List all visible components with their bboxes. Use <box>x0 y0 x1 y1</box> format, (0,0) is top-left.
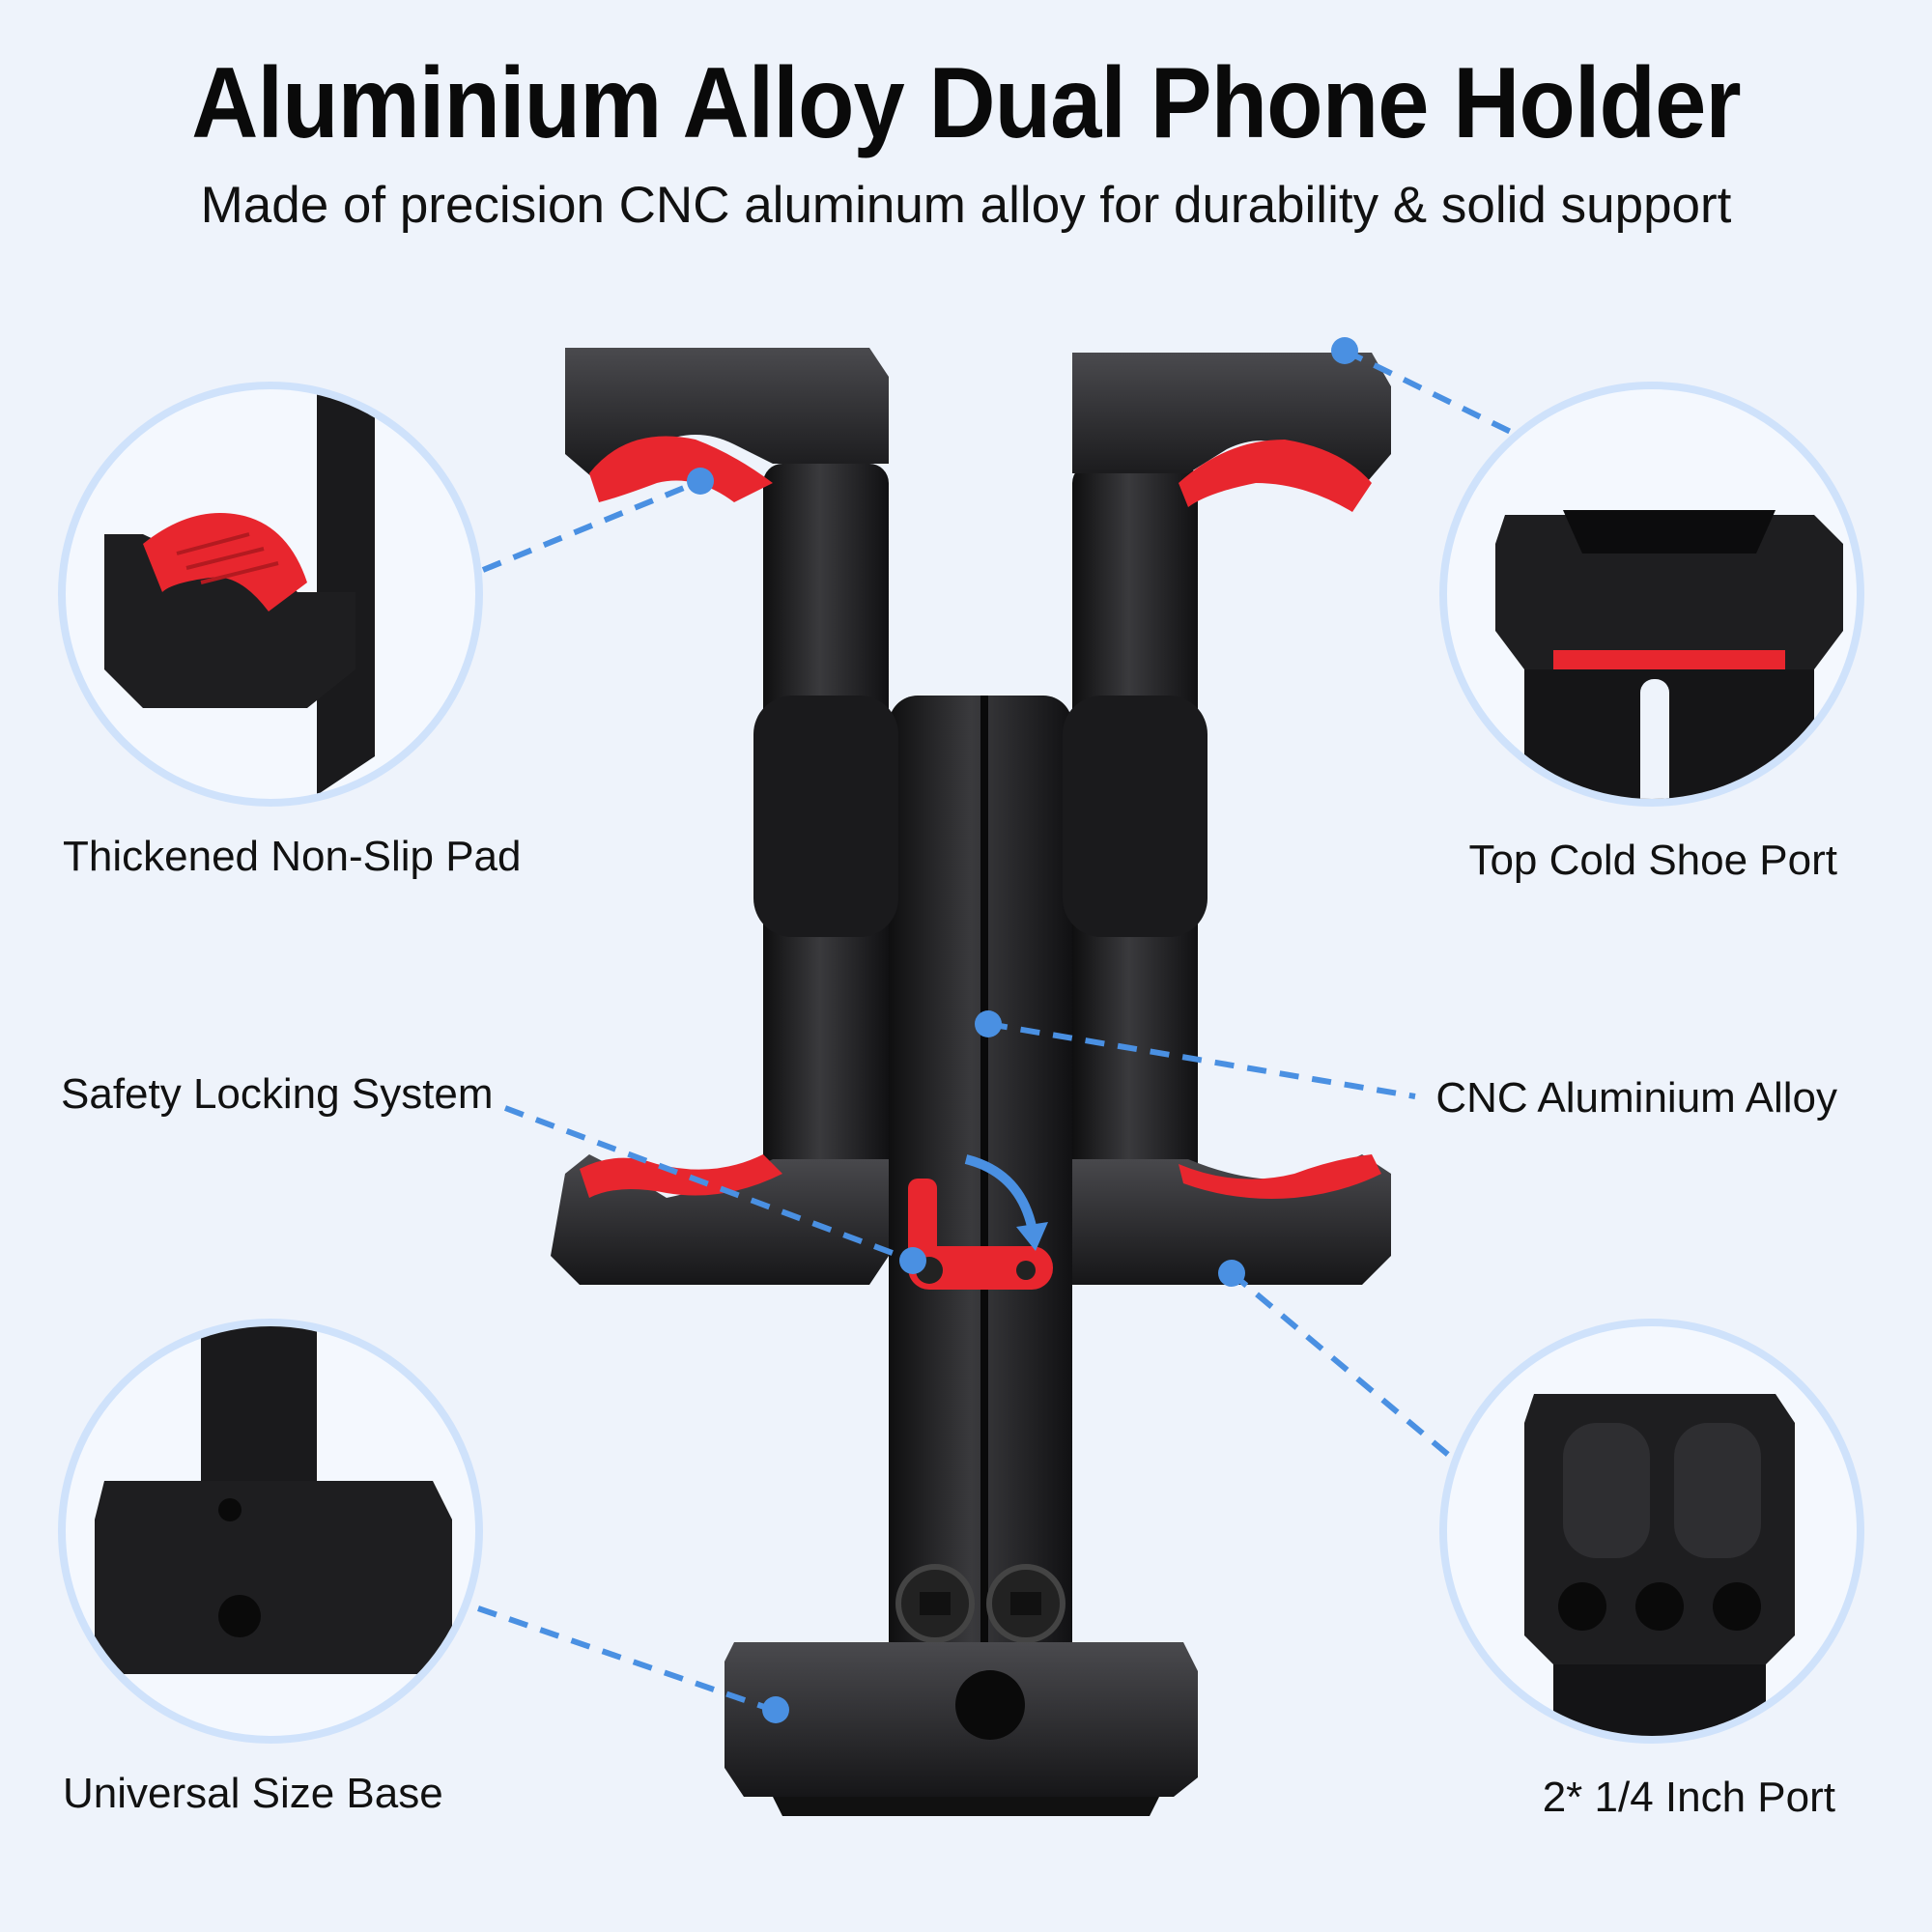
label-cnc-aluminium-alloy: CNC Aluminium Alloy <box>1435 1074 1837 1122</box>
detail-bubble-pad <box>58 382 483 807</box>
detail-bubble-cold-shoe <box>1439 382 1864 807</box>
label-top-cold-shoe-port: Top Cold Shoe Port <box>1468 837 1837 884</box>
label-quarter-inch-port: 2* 1/4 Inch Port <box>1542 1774 1835 1821</box>
detail-bubble-port <box>1439 1319 1864 1744</box>
label-universal-size-base: Universal Size Base <box>63 1770 443 1817</box>
detail-bubble-base <box>58 1319 483 1744</box>
page-subtitle: Made of precision CNC aluminum alloy for… <box>200 177 1732 234</box>
base-plate <box>724 1642 1198 1816</box>
top-left-clamp <box>565 348 889 502</box>
page-title: Aluminium Alloy Dual Phone Holder <box>191 47 1741 159</box>
label-safety-locking-system: Safety Locking System <box>61 1070 494 1118</box>
bottom-right-clamp <box>1072 1154 1391 1285</box>
label-thickened-non-slip-pad: Thickened Non-Slip Pad <box>63 833 522 880</box>
callout-dot-port <box>1218 1260 1245 1287</box>
callout-dot-base <box>762 1696 789 1723</box>
bottom-left-clamp <box>551 1154 889 1285</box>
callout-dot-alloy <box>975 1010 1002 1037</box>
callout-dot-cold-shoe <box>1331 337 1358 364</box>
callout-dot-pad <box>687 468 714 495</box>
callout-dot-locking <box>899 1247 926 1274</box>
top-right-clamp <box>1072 353 1391 512</box>
